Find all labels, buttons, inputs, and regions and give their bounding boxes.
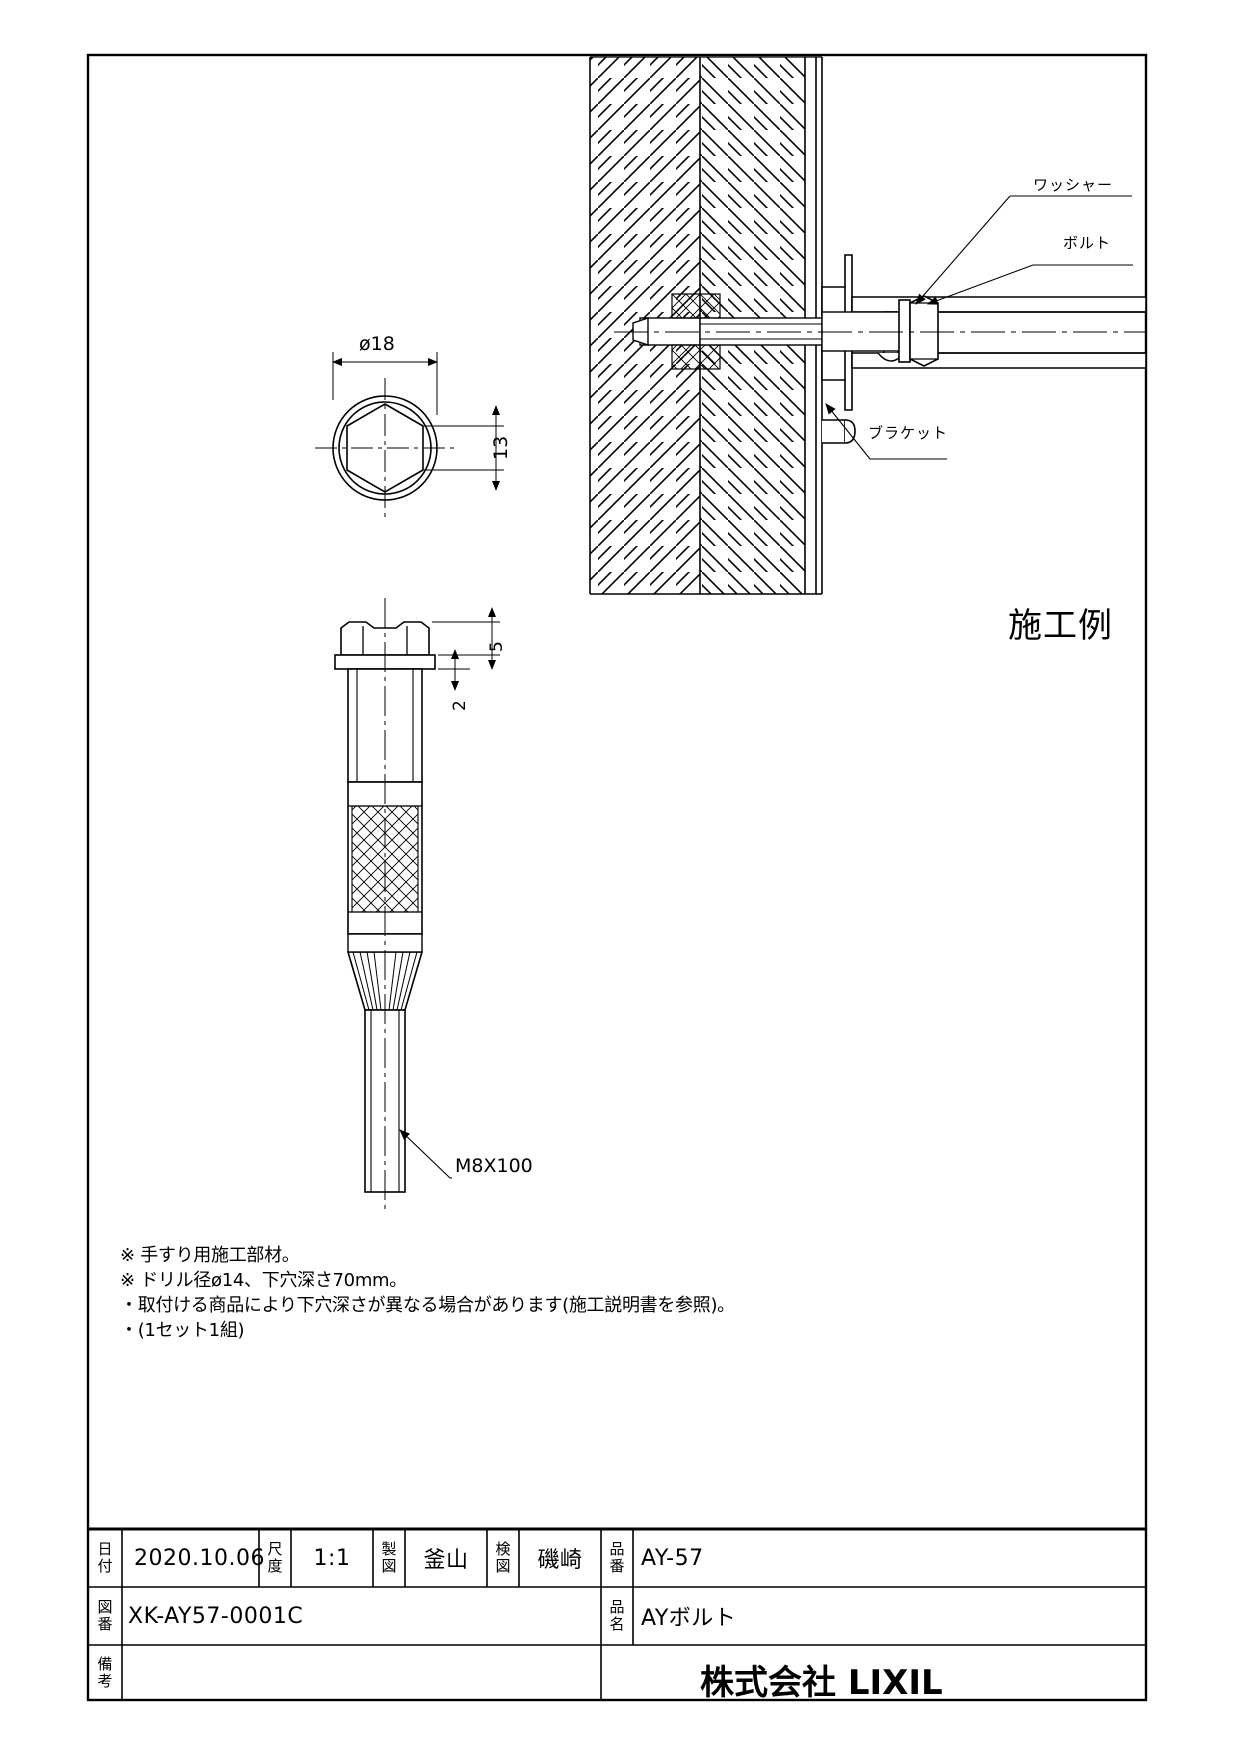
bolt-label: ボルト	[1063, 234, 1112, 252]
company-logo: 株式会社 LIXIL	[700, 1663, 943, 1703]
dim-washer-thickness-label: 2	[450, 700, 470, 711]
hex-head-top-view	[315, 352, 504, 518]
installation-example-view	[589, 56, 1147, 595]
leader-bolt	[926, 264, 1133, 305]
leader-thread-spec	[399, 1129, 452, 1179]
bracket-label: ブラケット	[868, 424, 949, 442]
checked-by-label: 検図	[493, 1541, 512, 1575]
leader-bracket	[825, 403, 947, 460]
dim-across-flats-label: 13	[490, 435, 512, 460]
thread-spec-label: M8X100	[455, 1155, 533, 1177]
scale-label: 尺度	[265, 1541, 284, 1575]
drawing-number-value: XK-AY57-0001C	[128, 1603, 304, 1629]
dim-diameter-label: ø18	[359, 333, 395, 355]
note-line: ・取付ける商品により下穴深さが異なる場合があります(施工説明書を参照)。	[120, 1295, 735, 1316]
installation-example-title: 施工例	[1008, 606, 1113, 646]
notes-block: ※ 手すり用施工部材。 ※ ドリル径ø14、下穴深さ70mm。 ・取付ける商品に…	[120, 1243, 735, 1343]
date-value: 2020.10.06	[134, 1545, 265, 1571]
drawing-number-label: 図番	[95, 1599, 114, 1633]
part-name-label: 品名	[607, 1599, 626, 1633]
part-number-value: AY-57	[641, 1545, 704, 1571]
title-block	[88, 1527, 1146, 1700]
washer-label: ワッシャー	[1033, 176, 1114, 194]
remarks-label: 備考	[95, 1655, 114, 1690]
dim-head-height-label: 5	[487, 641, 507, 652]
bolt-side-view	[334, 598, 500, 1210]
leader-washer	[915, 195, 1132, 305]
note-line: ※ 手すり用施工部材。	[120, 1245, 300, 1266]
remarks-value	[128, 1645, 588, 1700]
checked-by-value: 磯崎	[537, 1548, 583, 1573]
note-line: ※ ドリル径ø14、下穴深さ70mm。	[120, 1270, 407, 1291]
drawn-by-label: 製図	[379, 1541, 398, 1575]
date-label: 日付	[95, 1541, 114, 1575]
drawn-by-value: 釜山	[423, 1548, 469, 1573]
part-name-value: AYボルト	[641, 1606, 737, 1631]
scale-value: 1:1	[313, 1545, 351, 1571]
sheet-border	[86, 53, 1148, 1702]
part-number-label: 品番	[607, 1541, 626, 1575]
note-line: ・(1セット1組)	[120, 1320, 245, 1341]
